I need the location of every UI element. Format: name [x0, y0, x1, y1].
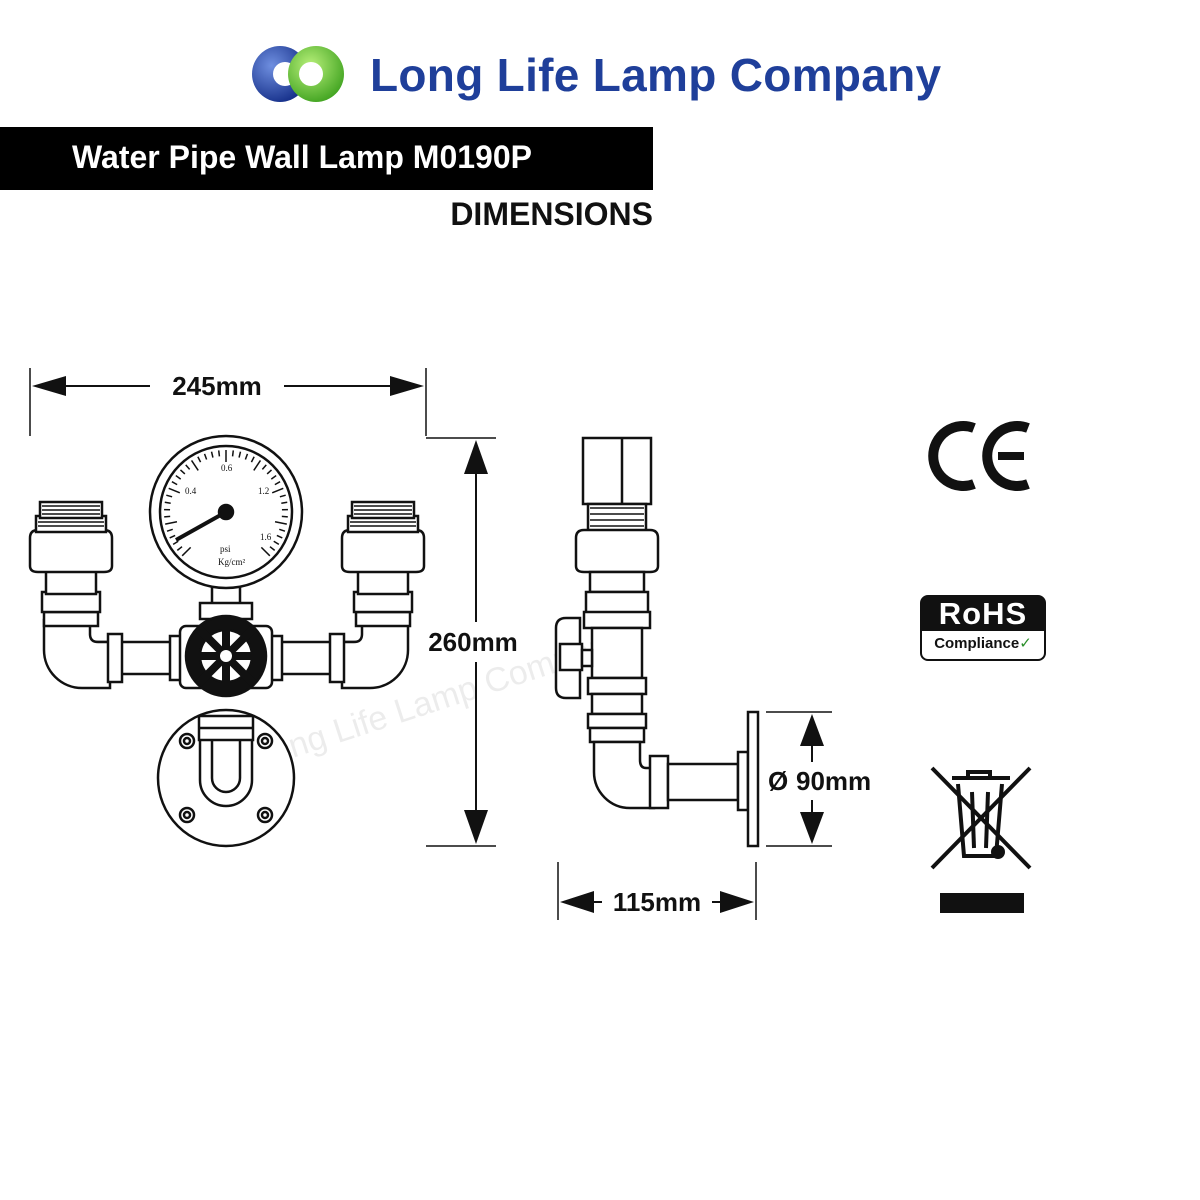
depth-dimension-label: 115mm	[613, 887, 701, 917]
gauge-tick	[260, 546, 271, 557]
gauge-tick	[273, 540, 280, 546]
crossed-out-bin-icon	[930, 766, 1032, 870]
gauge-tick	[281, 501, 288, 504]
width-dimension-label: 245mm	[172, 371, 262, 401]
gauge-tick	[244, 453, 249, 460]
rohs-badge: RoHS Compliance✓	[920, 595, 1046, 663]
gauge-tick-label: 1.6	[260, 532, 272, 542]
diameter-dimension-label: 90mm	[796, 766, 871, 796]
rohs-subtitle-wrap: Compliance✓	[920, 631, 1046, 661]
gauge-tick	[270, 474, 277, 480]
gauge-tick	[231, 450, 235, 457]
gauge-tick	[238, 451, 242, 458]
gauge-tick	[197, 456, 202, 463]
gauge-tick	[165, 521, 178, 525]
rohs-title: RoHS	[920, 595, 1046, 633]
brand-header: Long Life Lamp Company	[250, 40, 970, 110]
gauge-tick	[274, 481, 281, 486]
gauge-tick	[179, 469, 186, 475]
diameter-symbol: Ø	[768, 766, 788, 796]
gauge-tick	[172, 540, 179, 546]
rohs-subtitle: Compliance	[934, 635, 1020, 652]
gauge-tick-label: 0.6	[221, 463, 233, 473]
brand-name: Long Life Lamp Company	[370, 49, 942, 101]
dimension-arrows	[32, 376, 824, 913]
gauge-tick	[250, 456, 255, 463]
gauge-tick	[253, 460, 262, 471]
gauge-tick	[276, 534, 283, 539]
gauge-tick	[185, 464, 191, 470]
gauge-tick-label: 0.4	[185, 486, 197, 496]
gauge-tick	[175, 474, 182, 480]
front-view	[28, 434, 426, 848]
gauge-tick	[176, 546, 183, 551]
gauge-unit-label: Kg/cm²	[218, 557, 245, 567]
gauge-tick	[171, 481, 178, 486]
weee-bar	[940, 893, 1024, 913]
brand-logo-icon	[252, 46, 344, 102]
gauge-tick	[190, 460, 199, 471]
thread-marks-side	[590, 507, 644, 527]
gauge-tick	[266, 469, 273, 475]
gauge-ticks	[164, 450, 288, 557]
height-dimension-label: 260mm	[428, 627, 518, 657]
gauge-tick	[269, 546, 276, 551]
dimension-lines	[29, 368, 832, 920]
gauge-tick	[166, 528, 173, 532]
gauge-tick	[169, 534, 176, 539]
gauge-tick	[279, 528, 286, 532]
thread-marks	[38, 505, 416, 527]
gauge-tick	[164, 501, 171, 504]
product-title: Water Pipe Wall Lamp M0190P	[72, 139, 532, 175]
title-bar: Water Pipe Wall Lamp M0190P	[0, 127, 653, 190]
ce-mark-icon	[928, 421, 1030, 491]
gauge-tick	[168, 487, 181, 494]
gauge-tick	[274, 521, 287, 525]
gauge-tick	[279, 494, 286, 498]
gauge-tick	[166, 494, 173, 498]
gauge-tick	[210, 451, 214, 458]
side-view	[554, 436, 760, 848]
dimensions-heading: DIMENSIONS	[450, 196, 653, 232]
gauge-tick	[203, 453, 208, 460]
gauge-tick	[261, 464, 267, 470]
gauge-tick-label: 1.2	[258, 486, 269, 496]
gauge-unit-label: psi	[220, 544, 231, 554]
gauge-tick	[271, 487, 284, 494]
check-icon: ✓	[1019, 635, 1032, 652]
gauge-tick	[217, 450, 221, 457]
gauge-tick	[181, 546, 192, 557]
